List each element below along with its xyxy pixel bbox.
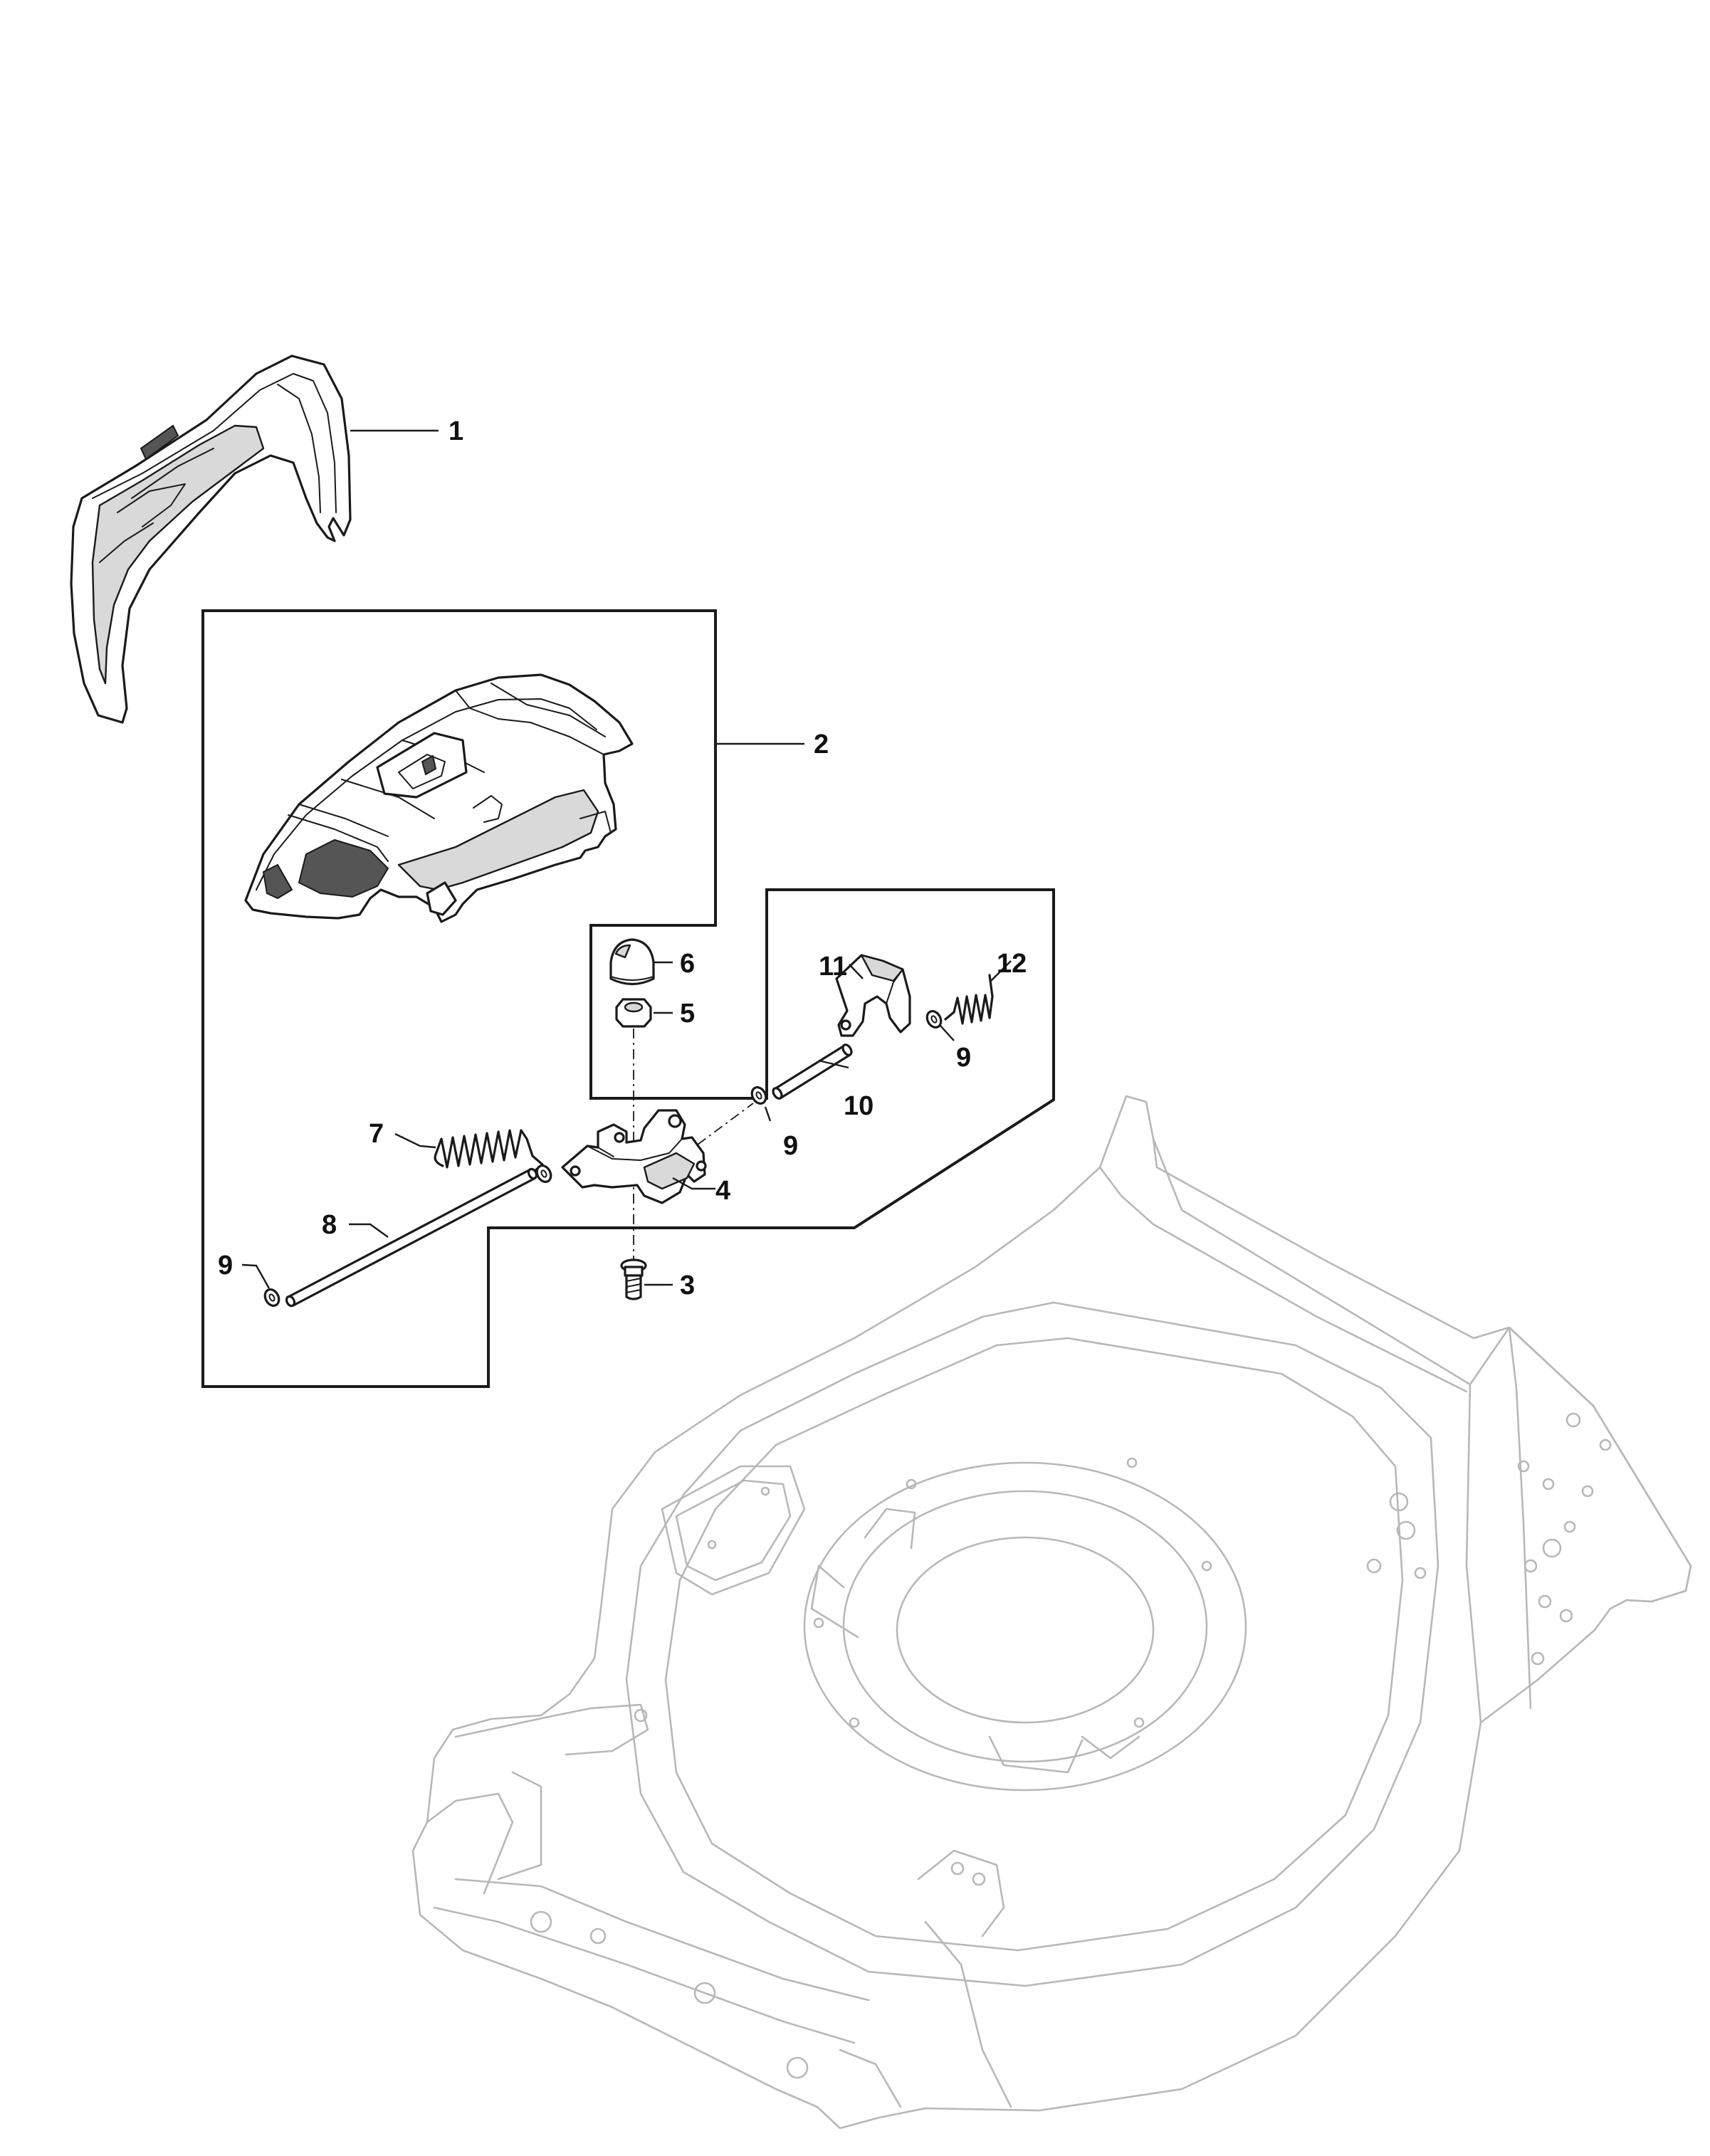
washer-part-right-lower	[750, 1085, 767, 1105]
short-pin-part	[772, 1043, 853, 1100]
nut-part	[615, 998, 652, 1028]
torsion-spring-part	[944, 974, 994, 1025]
pivot-bracket-part	[835, 954, 911, 1037]
cap-nut-part	[609, 938, 655, 986]
handle-housing-part	[244, 673, 634, 923]
callout-3: 3	[680, 1271, 695, 1300]
callout-10: 10	[844, 1091, 874, 1121]
callout-8: 8	[322, 1210, 337, 1240]
assembly-axis-diagonal	[697, 1103, 754, 1145]
callout-4: 4	[715, 1176, 730, 1206]
mower-deck-ghost	[411, 1095, 1692, 2130]
callout-11: 11	[819, 952, 847, 982]
callout-1: 1	[449, 416, 463, 446]
washer-part-right-upper	[925, 1009, 943, 1029]
leader-lines	[241, 429, 1012, 1289]
callout-5: 5	[680, 999, 695, 1029]
callout-6: 6	[680, 949, 695, 979]
callout-9-left: 9	[218, 1251, 233, 1281]
washer-part-left	[263, 1288, 280, 1308]
callout-12: 12	[997, 949, 1027, 979]
long-rod-part	[285, 1167, 538, 1308]
callout-2: 2	[814, 730, 829, 759]
callout-7: 7	[369, 1119, 384, 1149]
cover-part	[70, 354, 352, 724]
washer-part-center	[535, 1164, 552, 1184]
spring-part	[434, 1129, 544, 1176]
callout-9-center: 9	[783, 1131, 798, 1161]
screw-part	[620, 1258, 647, 1300]
lever-bracket-part	[561, 1109, 707, 1204]
callout-9-right: 9	[956, 1043, 971, 1073]
assembly-frame	[201, 609, 1055, 1388]
